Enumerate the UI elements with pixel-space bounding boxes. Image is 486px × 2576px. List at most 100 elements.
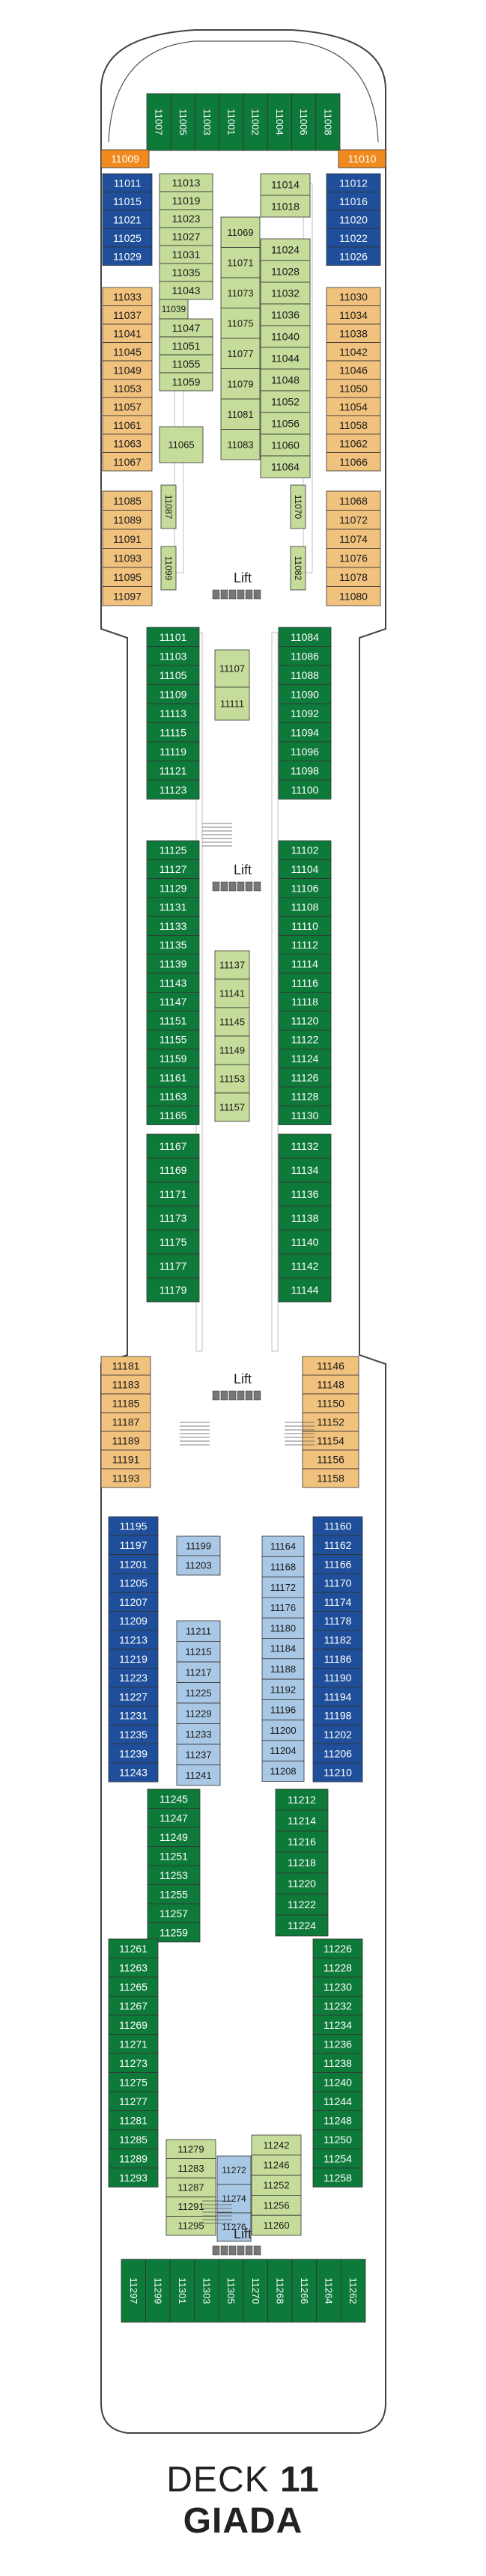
cabin-11196[interactable]: 11196 <box>261 1699 305 1721</box>
cabin-11150[interactable]: 11150 <box>302 1393 359 1413</box>
cabin-11111[interactable]: 11111 <box>214 686 250 721</box>
cabin-11199[interactable]: 11199 <box>176 1535 221 1556</box>
cabin-11095[interactable]: 11095 <box>102 567 153 587</box>
cabin-11071[interactable]: 11071 <box>220 247 261 278</box>
cabin-11266[interactable]: 11266 <box>291 2259 318 2323</box>
cabin-11034[interactable]: 11034 <box>326 305 381 325</box>
cabin-11299[interactable]: 11299 <box>145 2259 171 2323</box>
cabin-11137[interactable]: 11137 <box>214 950 250 980</box>
cabin-11044[interactable]: 11044 <box>260 347 311 370</box>
cabin-11287[interactable]: 11287 <box>165 2177 216 2198</box>
cabin-11283[interactable]: 11283 <box>165 2158 216 2178</box>
cabin-11202[interactable]: 11202 <box>312 1724 363 1745</box>
cabin-11194[interactable]: 11194 <box>312 1687 363 1707</box>
cabin-11131[interactable]: 11131 <box>146 897 200 917</box>
cabin-11182[interactable]: 11182 <box>312 1630 363 1650</box>
cabin-11103[interactable]: 11103 <box>146 646 200 666</box>
cabin-11173[interactable]: 11173 <box>146 1205 200 1231</box>
cabin-11018[interactable]: 11018 <box>260 195 311 218</box>
cabin-11028[interactable]: 11028 <box>260 260 311 283</box>
cabin-11190[interactable]: 11190 <box>312 1667 363 1688</box>
cabin-11149[interactable]: 11149 <box>214 1035 250 1065</box>
cabin-11120[interactable]: 11120 <box>278 1011 332 1031</box>
cabin-11293[interactable]: 11293 <box>108 2167 159 2187</box>
cabin-11245[interactable]: 11245 <box>147 1788 201 1809</box>
cabin-11043[interactable]: 11043 <box>159 281 213 300</box>
cabin-11151[interactable]: 11151 <box>146 1011 200 1031</box>
cabin-11057[interactable]: 11057 <box>102 397 153 416</box>
cabin-11052[interactable]: 11052 <box>260 390 311 413</box>
cabin-11272[interactable]: 11272 <box>216 2155 252 2185</box>
cabin-11234[interactable]: 11234 <box>312 2015 363 2035</box>
cabin-11086[interactable]: 11086 <box>278 646 332 666</box>
cabin-11033[interactable]: 11033 <box>102 287 153 306</box>
cabin-11006[interactable]: 11006 <box>291 93 317 151</box>
cabin-11217[interactable]: 11217 <box>176 1661 221 1683</box>
cabin-11258[interactable]: 11258 <box>312 2167 363 2187</box>
cabin-11169[interactable]: 11169 <box>146 1157 200 1183</box>
cabin-11029[interactable]: 11029 <box>102 246 153 266</box>
cabin-11141[interactable]: 11141 <box>214 978 250 1008</box>
cabin-11168[interactable]: 11168 <box>261 1556 305 1578</box>
cabin-11130[interactable]: 11130 <box>278 1105 332 1125</box>
cabin-11077[interactable]: 11077 <box>220 338 261 369</box>
cabin-11227[interactable]: 11227 <box>108 1687 159 1707</box>
cabin-11060[interactable]: 11060 <box>260 433 311 457</box>
cabin-11016[interactable]: 11016 <box>326 192 381 211</box>
cabin-11085[interactable]: 11085 <box>102 490 153 511</box>
cabin-11210[interactable]: 11210 <box>312 1762 363 1782</box>
cabin-11277[interactable]: 11277 <box>108 2091 159 2111</box>
cabin-11268[interactable]: 11268 <box>267 2259 293 2323</box>
cabin-11079[interactable]: 11079 <box>220 368 261 400</box>
cabin-11281[interactable]: 11281 <box>108 2110 159 2131</box>
cabin-11209[interactable]: 11209 <box>108 1611 159 1631</box>
cabin-11191[interactable]: 11191 <box>100 1449 151 1470</box>
cabin-11257[interactable]: 11257 <box>147 1903 201 1923</box>
cabin-11125[interactable]: 11125 <box>146 840 200 860</box>
cabin-11165[interactable]: 11165 <box>146 1105 200 1125</box>
cabin-11206[interactable]: 11206 <box>312 1744 363 1764</box>
cabin-11148[interactable]: 11148 <box>302 1374 359 1395</box>
cabin-11128[interactable]: 11128 <box>278 1086 332 1106</box>
cabin-11162[interactable]: 11162 <box>312 1535 363 1556</box>
cabin-11100[interactable]: 11100 <box>278 779 332 800</box>
cabin-11163[interactable]: 11163 <box>146 1086 200 1106</box>
cabin-11038[interactable]: 11038 <box>326 323 381 343</box>
cabin-11263[interactable]: 11263 <box>108 1958 159 1978</box>
cabin-11222[interactable]: 11222 <box>275 1893 329 1916</box>
cabin-11015[interactable]: 11015 <box>102 192 153 211</box>
cabin-11249[interactable]: 11249 <box>147 1827 201 1847</box>
cabin-11145[interactable]: 11145 <box>214 1007 250 1037</box>
cabin-11066[interactable]: 11066 <box>326 452 381 472</box>
cabin-11007[interactable]: 11007 <box>146 93 171 151</box>
cabin-11025[interactable]: 11025 <box>102 228 153 248</box>
cabin-11019[interactable]: 11019 <box>159 191 213 210</box>
cabin-11014[interactable]: 11014 <box>260 173 311 196</box>
cabin-11146[interactable]: 11146 <box>302 1356 359 1376</box>
cabin-11012[interactable]: 11012 <box>326 173 381 192</box>
cabin-11254[interactable]: 11254 <box>312 2149 363 2169</box>
cabin-11285[interactable]: 11285 <box>108 2129 159 2149</box>
cabin-11253[interactable]: 11253 <box>147 1865 201 1885</box>
cabin-11204[interactable]: 11204 <box>261 1740 305 1762</box>
cabin-11167[interactable]: 11167 <box>146 1133 200 1159</box>
cabin-11020[interactable]: 11020 <box>326 210 381 229</box>
cabin-11080[interactable]: 11080 <box>326 586 381 606</box>
cabin-11303[interactable]: 11303 <box>194 2259 219 2323</box>
cabin-11047[interactable]: 11047 <box>159 318 213 338</box>
cabin-11159[interactable]: 11159 <box>146 1048 200 1069</box>
cabin-11155[interactable]: 11155 <box>146 1029 200 1050</box>
cabin-11240[interactable]: 11240 <box>312 2072 363 2092</box>
cabin-11192[interactable]: 11192 <box>261 1678 305 1700</box>
cabin-11039[interactable]: 11039 <box>159 299 189 320</box>
cabin-11059[interactable]: 11059 <box>159 372 213 392</box>
cabin-11104[interactable]: 11104 <box>278 859 332 880</box>
cabin-11032[interactable]: 11032 <box>260 281 311 305</box>
cabin-11054[interactable]: 11054 <box>326 397 381 416</box>
cabin-11114[interactable]: 11114 <box>278 954 332 974</box>
cabin-11256[interactable]: 11256 <box>251 2194 302 2216</box>
cabin-11091[interactable]: 11091 <box>102 529 153 549</box>
cabin-11078[interactable]: 11078 <box>326 567 381 587</box>
cabin-11152[interactable]: 11152 <box>302 1412 359 1432</box>
cabin-11074[interactable]: 11074 <box>326 529 381 549</box>
